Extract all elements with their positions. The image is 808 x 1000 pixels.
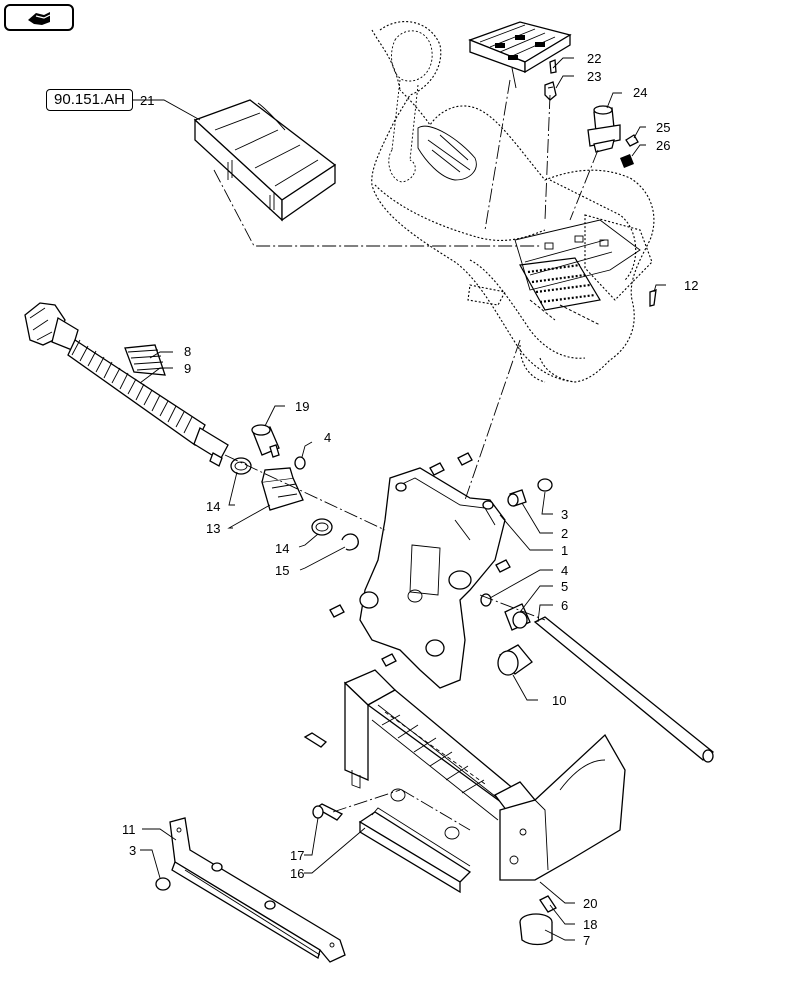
callout-11[interactable]: 11 bbox=[122, 822, 136, 837]
part-15-snap-ring bbox=[341, 533, 359, 551]
nav-back-button[interactable] bbox=[4, 4, 74, 31]
callout-26[interactable]: 26 bbox=[656, 138, 670, 153]
part-10-roller bbox=[497, 644, 533, 676]
callout-7[interactable]: 7 bbox=[583, 933, 590, 948]
part-1-mounting-plate bbox=[359, 467, 506, 689]
part-12-pin bbox=[649, 289, 657, 307]
bolt-frame bbox=[303, 732, 328, 748]
bolts-upper bbox=[329, 452, 511, 667]
part-26-connector bbox=[620, 154, 634, 168]
part-3-cap-upper bbox=[537, 478, 553, 492]
part-3-cap-lower bbox=[155, 877, 171, 891]
leader-lines bbox=[133, 57, 666, 941]
callout-22[interactable]: 22 bbox=[587, 51, 601, 66]
part-4-spacer-upper bbox=[294, 456, 306, 470]
callout-1[interactable]: 1 bbox=[561, 543, 568, 558]
callout-14-upper[interactable]: 14 bbox=[206, 499, 220, 514]
part-7-cap bbox=[519, 913, 553, 946]
callout-2[interactable]: 2 bbox=[561, 526, 568, 541]
callout-13[interactable]: 13 bbox=[206, 521, 220, 536]
part-25-clip bbox=[625, 134, 639, 147]
part-4-spacer-lower bbox=[480, 593, 492, 607]
callout-6[interactable]: 6 bbox=[561, 598, 568, 613]
part-9-lead-screw bbox=[24, 302, 229, 467]
callout-4-upper[interactable]: 4 bbox=[324, 430, 331, 445]
callout-17[interactable]: 17 bbox=[290, 848, 304, 863]
reference-link[interactable]: 90.151.AH bbox=[46, 89, 133, 111]
page-back-arrow-icon bbox=[28, 12, 51, 25]
callout-23[interactable]: 23 bbox=[587, 69, 601, 84]
callout-16[interactable]: 16 bbox=[290, 866, 304, 881]
part-5-bushing bbox=[504, 603, 531, 631]
part-17-bolt bbox=[312, 803, 344, 821]
callout-12[interactable]: 12 bbox=[684, 278, 698, 293]
part-22-switch-plate bbox=[468, 21, 572, 89]
callout-25[interactable]: 25 bbox=[656, 120, 670, 135]
callout-3-upper[interactable]: 3 bbox=[561, 507, 568, 522]
centerlines bbox=[213, 79, 599, 831]
callout-18[interactable]: 18 bbox=[583, 917, 597, 932]
callout-5[interactable]: 5 bbox=[561, 579, 568, 594]
part-2-spacer bbox=[507, 489, 527, 507]
part-21-arm-pad bbox=[193, 99, 337, 222]
part-11-bracket-bar bbox=[169, 817, 346, 963]
part-14-washer-upper bbox=[230, 457, 252, 475]
part-16-guide-rail bbox=[358, 807, 472, 894]
callout-10[interactable]: 10 bbox=[552, 693, 566, 708]
callout-15[interactable]: 15 bbox=[275, 563, 289, 578]
callout-14-lower[interactable]: 14 bbox=[275, 541, 289, 556]
console-assembly bbox=[371, 21, 655, 383]
part-20-slide-frame bbox=[343, 669, 626, 881]
callout-8[interactable]: 8 bbox=[184, 344, 191, 359]
callout-20[interactable]: 20 bbox=[583, 896, 597, 911]
part-13-clevis bbox=[261, 467, 304, 511]
part-8-screw-spring bbox=[124, 344, 166, 376]
part-23-bulb bbox=[544, 59, 557, 101]
part-14-washer-lower bbox=[311, 518, 333, 536]
part-24-toggle-switch bbox=[587, 105, 621, 153]
callout-19[interactable]: 19 bbox=[295, 399, 309, 414]
callout-4-lower[interactable]: 4 bbox=[561, 563, 568, 578]
part-19-bushing bbox=[251, 424, 280, 458]
callout-21[interactable]: 21 bbox=[140, 93, 154, 108]
callout-9[interactable]: 9 bbox=[184, 361, 191, 376]
callout-3-lower[interactable]: 3 bbox=[129, 843, 136, 858]
part-6-shaft bbox=[533, 616, 715, 763]
callout-labels: 21 22 23 24 25 26 12 8 9 19 4 14 13 14 1… bbox=[122, 51, 698, 948]
callout-24[interactable]: 24 bbox=[633, 85, 647, 100]
